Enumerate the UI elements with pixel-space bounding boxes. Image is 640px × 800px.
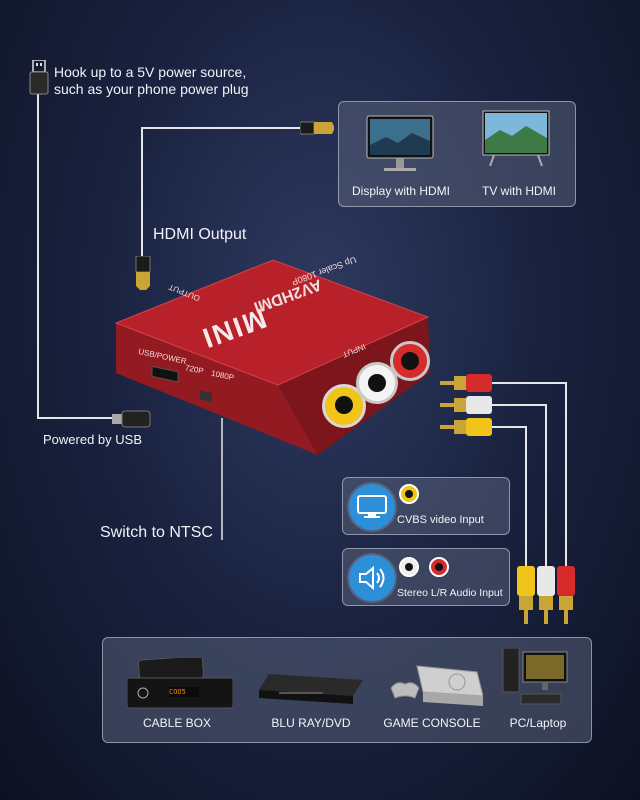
switch-ntsc-label: Switch to NTSC — [100, 524, 213, 541]
red-jack-hole — [435, 563, 443, 571]
audio-input-panel: Stereo L/R Audio Input — [342, 548, 510, 606]
output-devices-panel: Display with HDMI TV with HDMI — [338, 101, 576, 207]
hdmi-output-label: HDMI Output — [153, 226, 247, 243]
tv-icon — [482, 110, 550, 167]
rca-yellow-cable — [490, 426, 527, 570]
game-console-icon — [390, 665, 483, 706]
white-rca-socket-hole — [368, 374, 386, 392]
mini-usb-plug-icon — [112, 410, 151, 428]
yellow-rca-socket-hole — [335, 396, 353, 414]
yellow-rca-plug-v — [517, 566, 535, 624]
dvd-player-icon — [259, 674, 363, 704]
pc-laptop-label: PC/Laptop — [509, 716, 567, 730]
white-jack-hole — [405, 563, 413, 571]
tv-hdmi-label: TV with HDMI — [481, 184, 556, 198]
white-rca-plug-v — [537, 566, 555, 624]
monitor-icon — [366, 115, 434, 171]
power-note-line2: such as your phone power plug — [54, 81, 249, 97]
rca-white-cable — [490, 404, 547, 570]
speaker-icon — [359, 565, 385, 591]
white-rca-plug-h — [440, 396, 492, 414]
cvbs-icon-circle — [349, 484, 395, 530]
power-note-line1: Hook up to a 5V power source, — [54, 64, 247, 80]
sources-panel: COO5 CABLE BOX BLU RAY/DVD GAME CONSOLE … — [102, 637, 592, 743]
monitor-icon — [357, 495, 387, 518]
set-top-box-icon — [127, 658, 233, 709]
pc-icon — [502, 648, 568, 705]
cable-box-label: CABLE BOX — [142, 716, 212, 730]
usb-plug-icon — [29, 60, 49, 95]
hdmi-cable — [141, 127, 302, 258]
bluray-dvd-label: BLU RAY/DVD — [271, 716, 351, 730]
yellow-jack-hole — [405, 490, 413, 498]
red-rca-plug-v — [557, 566, 575, 624]
power-note: Hook up to a 5V power source, such as yo… — [54, 64, 249, 98]
hdmi-plug-bottom-icon — [135, 256, 151, 290]
powered-by-usb-label: Powered by USB — [43, 432, 142, 447]
usb-power-cable — [37, 92, 120, 419]
yellow-rca-plug-h — [440, 418, 492, 436]
rca-plugs-horizontal — [440, 374, 492, 436]
cable-box-display: COO5 — [169, 688, 186, 696]
red-rca-plug-h — [440, 374, 492, 392]
red-rca-socket-hole — [401, 352, 419, 370]
rca-red-cable — [490, 382, 567, 570]
rca-plugs-vertical — [517, 566, 575, 624]
hdmi-plug-top-icon — [300, 121, 334, 135]
display-hdmi-label: Display with HDMI — [351, 184, 450, 198]
game-console-label: GAME CONSOLE — [383, 716, 481, 730]
cvbs-video-label: CVBS video Input — [397, 514, 484, 526]
red-rca-socket — [390, 341, 430, 381]
cvbs-video-panel: CVBS video Input — [342, 477, 510, 535]
audio-input-label: Stereo L/R Audio Input — [397, 587, 503, 599]
